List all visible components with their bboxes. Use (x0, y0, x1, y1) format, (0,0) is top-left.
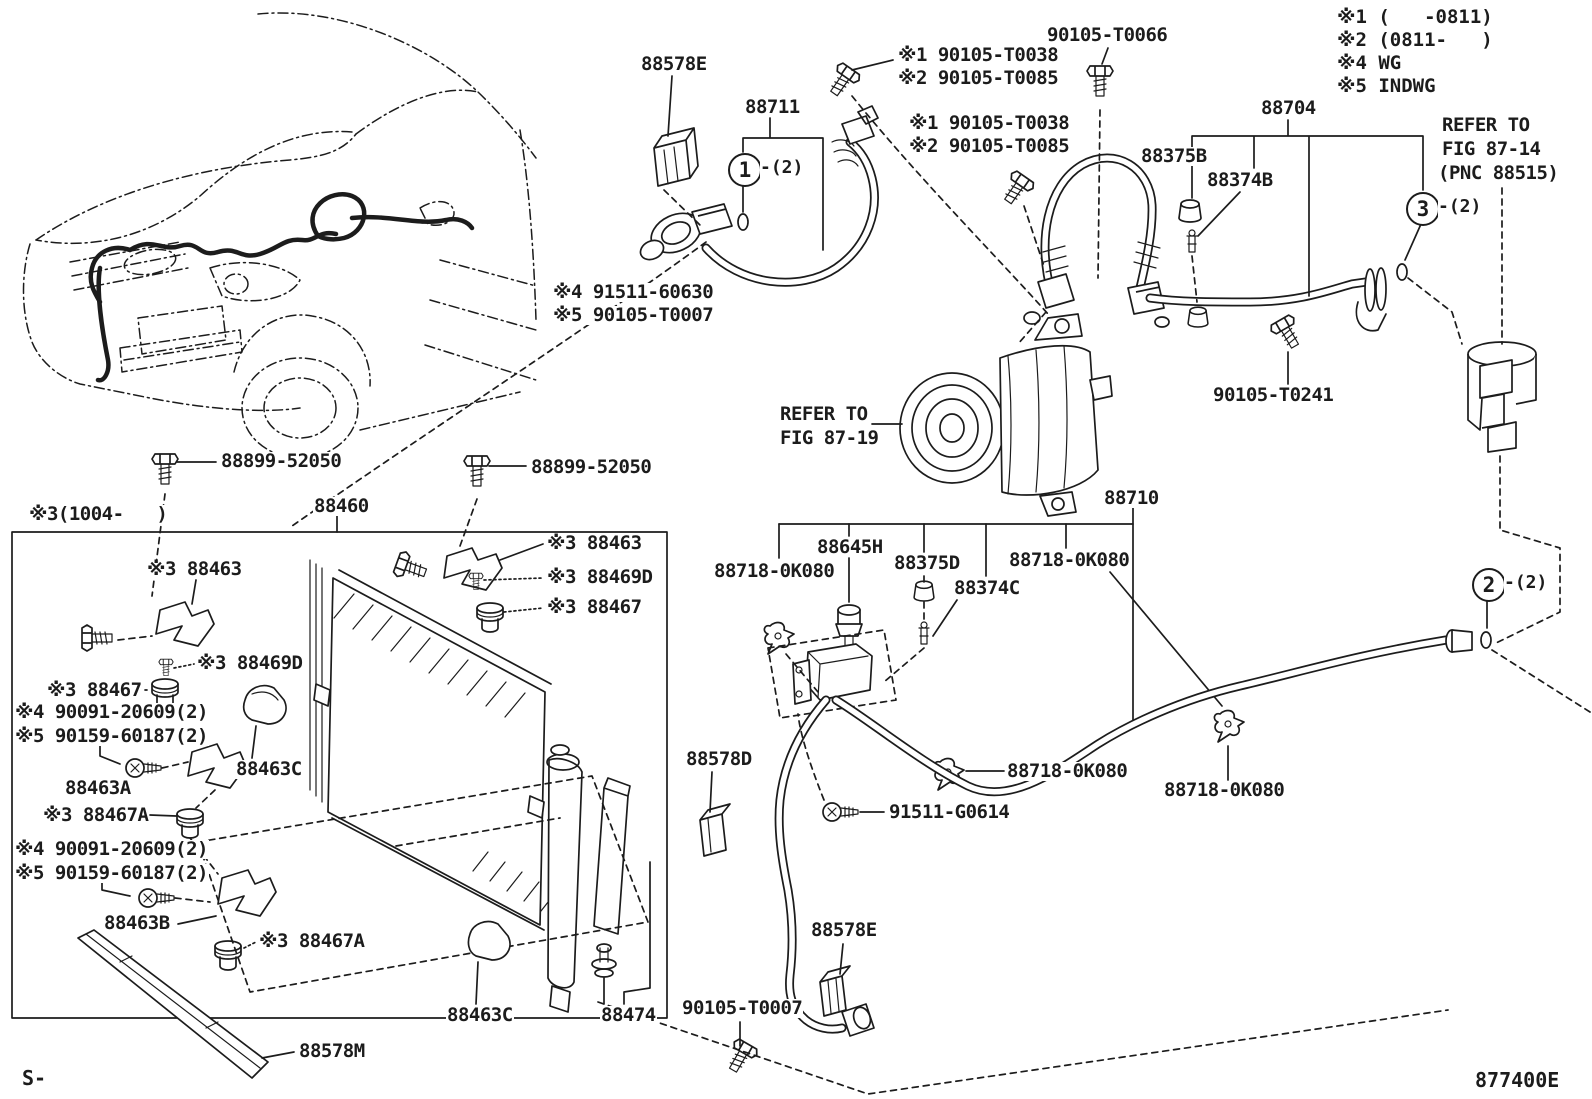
label-refer-8714-2: FIG 87-14 (1441, 138, 1542, 160)
label-91511-g0614: 91511-G0614 (888, 801, 1011, 823)
label-88704: 88704 (1260, 97, 1317, 119)
label-88467-l: ※3 88467 (46, 679, 143, 701)
label-88710: 88710 (1103, 487, 1160, 509)
label-88375d: 88375D (893, 552, 961, 574)
label-88899-52050-r: 88899-52050 (530, 456, 653, 478)
label-88718-0k080-d: 88718-0K080 (1163, 779, 1286, 801)
usage-notes: ※1 ( -0811)※2 (0811- )※4 WG※5 INDWG (1337, 6, 1493, 98)
note-line-2: ※2 (0811- ) (1337, 29, 1493, 51)
label-88467-r: ※3 88467 (546, 596, 643, 618)
screw-icon (138, 888, 175, 908)
label-bolt-t0085-a: ※2 90105-T0085 (897, 67, 1060, 89)
label-88718-0k080-b: 88718-0K080 (1008, 549, 1131, 571)
label-88460: 88460 (313, 495, 370, 517)
bolt-icon (151, 453, 179, 485)
label-90091-20609-2: ※4 90091-20609(2) (14, 838, 209, 860)
discharge-hose-88711 (291, 59, 1049, 527)
label-88463c-1: 88463C (235, 758, 303, 780)
suction-hose-and-pipe-88704 (996, 47, 1561, 645)
label-88463-r: ※3 88463 (546, 532, 643, 554)
bolt-icon (822, 60, 863, 102)
label-90091-20609-1: ※4 90091-20609(2) (14, 701, 209, 723)
label-90105-t0066: 90105-T0066 (1046, 24, 1169, 46)
label-bolt-t0038-a: ※1 90105-T0038 (897, 44, 1060, 66)
callout-1: 1 (728, 153, 762, 187)
label-refer-8714-3: (PNC 88515) (1437, 162, 1560, 184)
label-90105-t0007-top: ※5 90105-T0007 (552, 304, 715, 326)
callout-3: 3 (1406, 192, 1440, 226)
label-88899-52050-l: 88899-52050 (220, 450, 343, 472)
drawing-number: 877400E (1475, 1068, 1560, 1092)
label-88578m: 88578M (298, 1040, 366, 1062)
bolt-icon (81, 624, 113, 652)
label-90159-60187-2: ※5 90159-60187(2) (14, 862, 209, 884)
label-bolt-t0038-b: ※1 90105-T0038 (908, 112, 1071, 134)
label-88578e-bottom: 88578E (810, 919, 878, 941)
label-88469d-r: ※3 88469D (546, 566, 654, 588)
bolt-icon (1086, 65, 1114, 97)
vehicle-outline (22, 12, 537, 459)
condenser-assembly (11, 453, 668, 1079)
label-88718-0k080-c: 88718-0K080 (1006, 760, 1129, 782)
label-88578d: 88578D (685, 748, 753, 770)
note-line-3: ※4 WG (1337, 52, 1402, 74)
label-88463a: 88463A (64, 777, 132, 799)
label-90105-t0007-b: 90105-T0007 (681, 997, 804, 1019)
note-line-4: ※5 INDWG (1337, 75, 1436, 97)
label-88467a-2: ※3 88467A (258, 930, 366, 952)
label-90159-60187-1: ※5 90159-60187(2) (14, 725, 209, 747)
label-91511-60630: ※4 91511-60630 (552, 281, 715, 303)
callout-2-qty: -(2) (1504, 572, 1548, 593)
label-90105-t0241: 90105-T0241 (1212, 384, 1335, 406)
label-88375b: 88375B (1140, 145, 1208, 167)
clamp-icon (1213, 709, 1245, 743)
callout-3-qty: -(2) (1438, 196, 1482, 217)
note-line-1: ※1 ( -0811) (1337, 6, 1493, 28)
screw-icon (125, 758, 162, 778)
callout-1-qty: -(2) (760, 157, 804, 178)
label-refer-8719-1: REFER TO (779, 403, 869, 425)
callout-2: 2 (1472, 568, 1506, 602)
screw-icon (158, 658, 174, 677)
bolt-icon (996, 168, 1037, 210)
corner-mark: S- (22, 1066, 47, 1090)
label-88578e-top: 88578E (640, 53, 708, 75)
bolt-icon (391, 549, 431, 586)
grommet-icon (176, 808, 204, 839)
label-88463c-2: 88463C (446, 1004, 514, 1026)
label-88645h: 88645H (816, 536, 884, 558)
label-88467a-1: ※3 88467A (42, 804, 150, 826)
label-88463-l: ※3 88463 (146, 558, 243, 580)
grommet-icon (476, 602, 504, 633)
compressor (871, 313, 1113, 517)
label-88474: 88474 (600, 1004, 657, 1026)
label-88469d-l: ※3 88469D (196, 652, 304, 674)
label-refer-8719-2: FIG 87-19 (779, 427, 880, 449)
label-bolt-t0085-b: ※2 90105-T0085 (908, 135, 1071, 157)
bolt-icon (1267, 312, 1308, 354)
label-88463b: 88463B (103, 912, 171, 934)
label-88711: 88711 (744, 96, 801, 118)
label-88718-0k080-a: 88718-0K080 (713, 560, 836, 582)
grommet-icon (214, 940, 242, 971)
screw-icon (822, 802, 859, 822)
label-88374c: 88374C (953, 577, 1021, 599)
label-refer-8714-1: REFER TO (1441, 114, 1531, 136)
label-88374b: 88374B (1206, 169, 1274, 191)
pressure-switch (835, 604, 863, 654)
bolt-icon (463, 455, 491, 487)
label-note3-1004: ※3(1004- ) (28, 503, 169, 525)
pipe-assembly-88710 (597, 507, 1591, 1095)
